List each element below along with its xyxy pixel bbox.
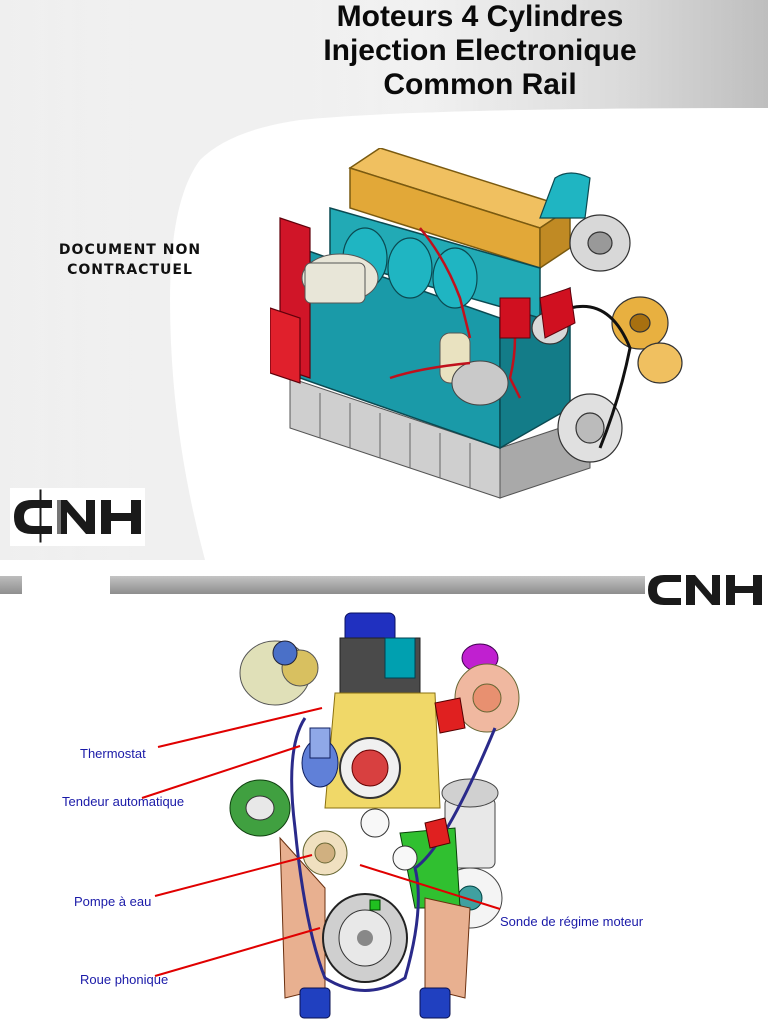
engine-front-illustration <box>229 612 520 1019</box>
cnh-logo-header <box>645 566 768 614</box>
title-line-2: Injection Electronique <box>323 34 637 67</box>
title-line-3: Common Rail <box>383 68 577 101</box>
header-bar <box>110 576 650 594</box>
label-sonde-de-regime-moteur: Sonde de régime moteur <box>500 914 644 929</box>
page-title: Moteurs 4 Cylindres Injection Electroniq… <box>260 0 700 102</box>
disclaimer-line-1: DOCUMENT NON <box>58 242 202 258</box>
cnh-logo <box>10 488 145 546</box>
label-tendeur-automatique: Tendeur automatique <box>62 794 185 809</box>
engine-isometric-illustration <box>270 148 683 499</box>
disclaimer: DOCUMENT NON CONTRACTUEL <box>40 240 220 280</box>
label-thermostat: Thermostat <box>80 746 146 761</box>
label-pompe-a-eau: Pompe à eau <box>74 894 152 909</box>
title-line-1: Moteurs 4 Cylindres <box>336 0 624 33</box>
header-bar-left <box>0 576 22 594</box>
slide-2: Thermostat Tendeur automatique Pompe à e… <box>0 560 768 1024</box>
slide-1: Moteurs 4 Cylindres Injection Electroniq… <box>0 0 768 560</box>
disclaimer-line-2: CONTRACTUEL <box>67 262 193 278</box>
label-roue-phonique: Roue phonique <box>80 972 169 987</box>
